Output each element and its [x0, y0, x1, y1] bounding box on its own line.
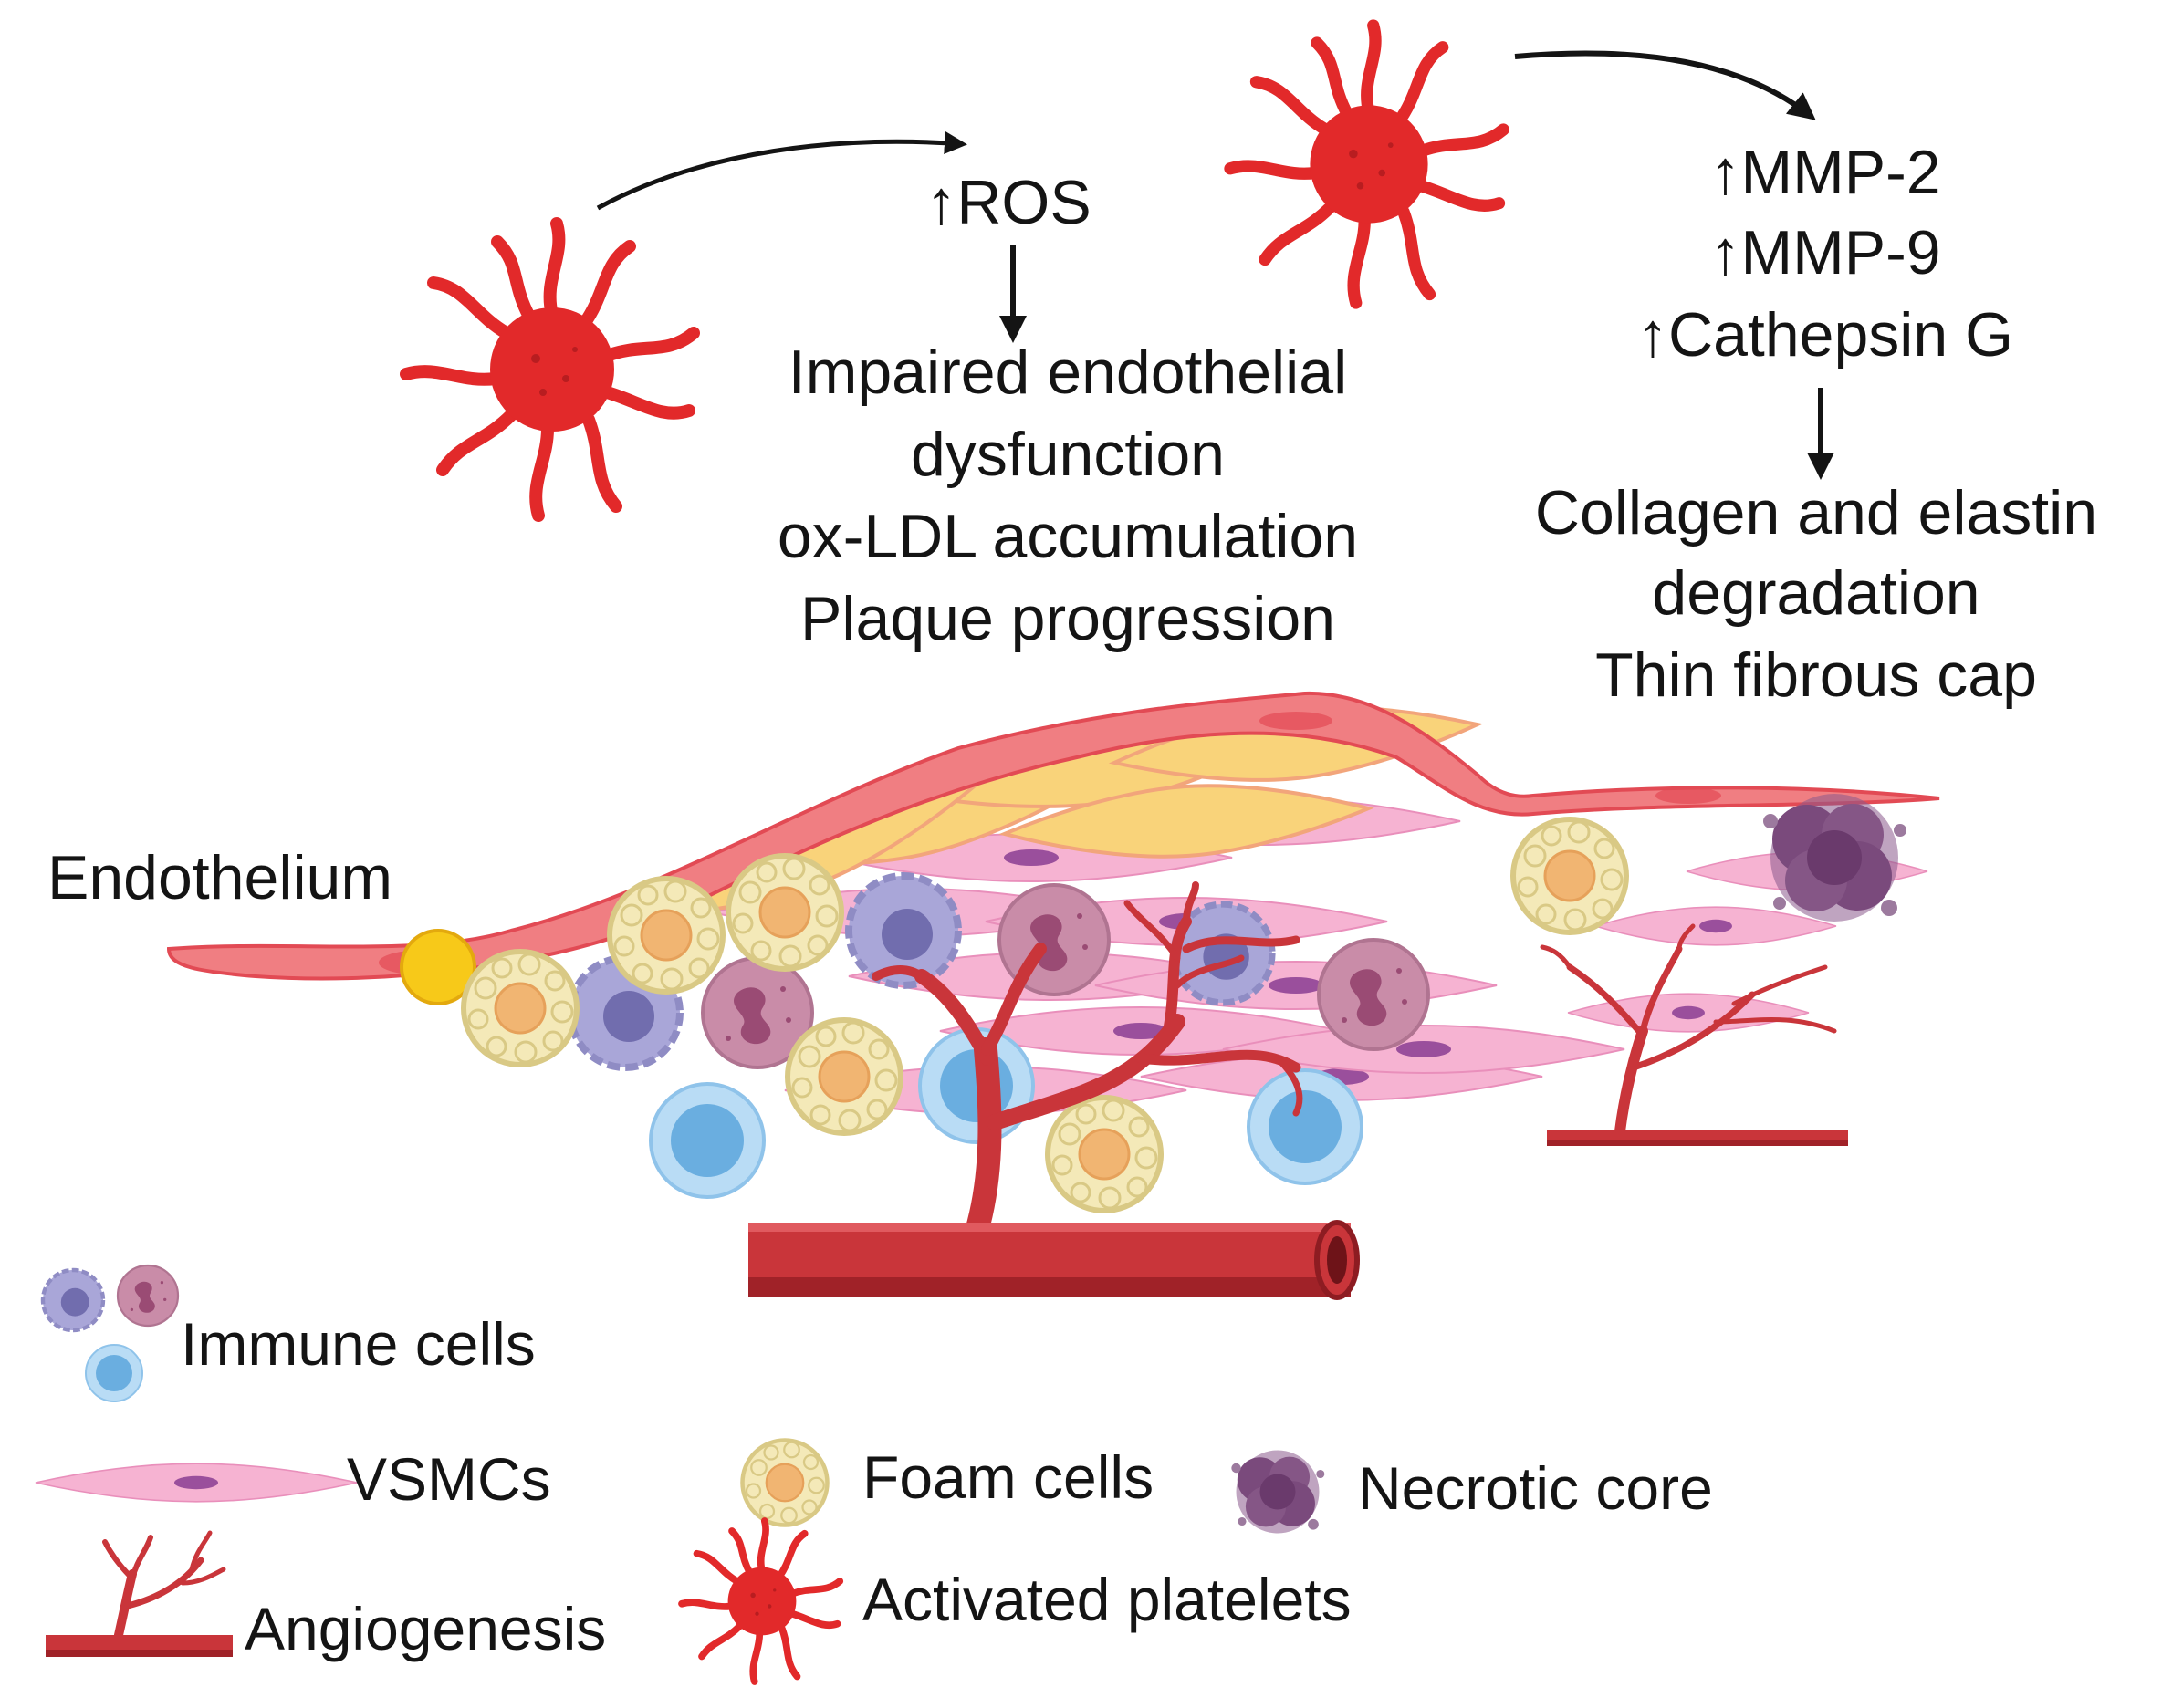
necrotic-core — [1763, 794, 1906, 922]
protease-effect-line: Thin fibrous cap — [1595, 640, 2037, 710]
foam-cell-icon — [1048, 1098, 1161, 1211]
vsmc-icon — [1594, 906, 1837, 946]
ros-effect-line: ox-LDL accumulation — [777, 502, 1359, 571]
legend-foam-cells: Foam cells — [862, 1443, 1154, 1511]
immune-cell-icon — [85, 1344, 143, 1402]
ros-effect-line: Impaired endothelial — [788, 338, 1348, 407]
protease-marker: ↑Cathepsin G — [1637, 300, 2013, 370]
ros-effect-line: dysfunction — [911, 420, 1225, 489]
legend-activated-platelets: Activated platelets — [862, 1566, 1352, 1633]
foam-cell-icon — [464, 952, 577, 1065]
activated-platelet-icon — [1230, 26, 1503, 303]
angiogenesis-vessel — [1540, 923, 1837, 1137]
immune-cell — [1317, 938, 1430, 1051]
plaque-scene — [166, 688, 1940, 1300]
foam-cell-icon — [610, 879, 723, 992]
protease-effect-line: degradation — [1652, 558, 1980, 628]
legend-necrotic-core: Necrotic core — [1358, 1454, 1713, 1522]
immune-cell-icon — [116, 1264, 180, 1328]
legend-immune-icons — [43, 1264, 180, 1402]
legend-angiogenesis: Angiogenesis — [245, 1595, 607, 1662]
immune-cell — [1247, 1068, 1363, 1185]
protease-effect-line: Collagen and elastin — [1534, 478, 2098, 547]
angiogenesis-icon — [46, 1530, 233, 1657]
endothelium-label: Endothelium — [47, 843, 393, 912]
vsmc-icon — [35, 1463, 358, 1503]
protease-marker: ↑MMP-2 — [1709, 138, 1941, 207]
angiogenesis-vessel — [748, 881, 1360, 1300]
legend-immune-cells: Immune cells — [181, 1310, 536, 1378]
vsmc-icon — [1567, 993, 1810, 1033]
activated-platelet-icon — [682, 1521, 840, 1682]
arrow-icon — [596, 131, 967, 211]
protease-marker: ↑MMP-9 — [1709, 218, 1941, 287]
arrow-icon — [1514, 50, 1816, 120]
foam-cell-icon — [1513, 819, 1626, 932]
necrotic-core-icon — [1231, 1450, 1325, 1534]
foam-cell-icon — [743, 1441, 828, 1526]
ros-effect-line: Plaque progression — [800, 584, 1335, 653]
immune-cell-icon — [43, 1270, 103, 1330]
foam-cell-icon — [788, 1020, 901, 1133]
ros-marker: ↑ROS — [925, 168, 1091, 237]
immune-cell — [649, 1082, 766, 1199]
foam-cell-icon — [728, 856, 841, 969]
yellow-cell — [400, 929, 476, 1005]
legend-vsmcs: VSMCs — [347, 1445, 551, 1513]
